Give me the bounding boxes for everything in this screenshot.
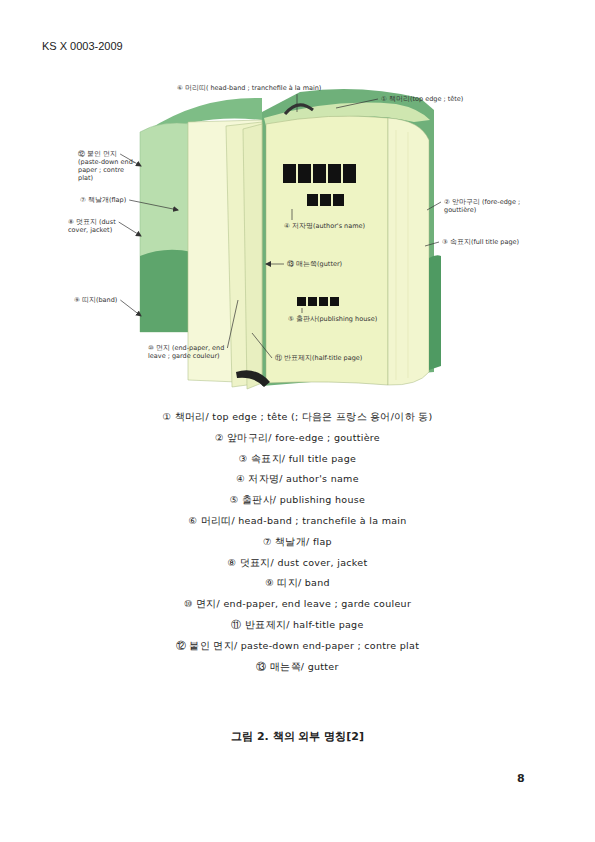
- part-label: ⑨ 띠지(band): [74, 296, 117, 304]
- part-label: ⑬ 매는쪽(gutter): [287, 260, 342, 268]
- part-label: ⑫ 붙인 면지 (paste-down end-paper ; contre p…: [78, 150, 136, 183]
- text-blocks: [283, 164, 356, 306]
- leader-line: [427, 202, 441, 210]
- term-line: ⑬ 매는쪽/ gutter: [0, 661, 595, 674]
- leader-line: [425, 242, 439, 246]
- term-line: ⑤ 출판사/ publishing house: [0, 494, 595, 507]
- part-label: ⑦ 책날개(flap): [80, 196, 126, 204]
- term-line: ② 앞마구리/ fore-edge ; gouttière: [0, 432, 595, 445]
- part-label: ③ 속표지(full title page): [442, 238, 519, 246]
- leader-line: [266, 264, 284, 265]
- part-label: ② 앞마구리 (fore-edge ; gouttière): [444, 198, 524, 214]
- leader-line: [252, 333, 272, 358]
- leaf: [243, 124, 262, 389]
- part-label: ① 책머리(top edge ; tête): [381, 95, 463, 103]
- flap: [140, 123, 192, 332]
- leader-line: [227, 300, 238, 348]
- term-line: ⑥ 머리띠/ head-band ; tranchefile à la main: [0, 515, 595, 528]
- back-cover: [262, 89, 434, 386]
- leader-line: [336, 99, 378, 108]
- leader-line: [297, 94, 298, 112]
- part-label: ⑪ 반표제지(half-title page): [275, 354, 362, 362]
- leader-line: [129, 200, 178, 210]
- leader-line: [119, 222, 141, 236]
- term-line: ④ 저자명/ author's name: [0, 473, 595, 486]
- leader-line: [120, 300, 141, 316]
- fore-edge: [388, 118, 429, 385]
- band: [429, 255, 441, 370]
- ribbon: [236, 370, 270, 387]
- term-line: ③ 속표지/ full title page: [0, 453, 595, 466]
- header-code: KS X 0003-2009: [42, 40, 123, 52]
- leader-line: [302, 308, 303, 313]
- part-label: ⑥ 머리띠( head-band ; tranchefile à la main…: [177, 84, 321, 92]
- figure-caption: 그림 2. 책의 외부 명칭[2]: [0, 729, 595, 744]
- term-line: ⑩ 면지/ end-paper, end leave ; garde coule…: [0, 598, 595, 611]
- term-line: ⑪ 반표제지/ half-title page: [0, 619, 595, 632]
- part-label: ⑩ 면지 (end-paper, end leave ; garde coule…: [148, 344, 230, 360]
- part-label: ④ 저자명(author's name): [284, 222, 365, 230]
- band-left: [140, 250, 192, 332]
- leader-line: [292, 209, 293, 220]
- term-line: ⑨ 띠지/ band: [0, 577, 595, 590]
- part-label: ⑧ 덧표지 (dust cover, jacket): [68, 218, 134, 234]
- term-line: ⑦ 책날개/ flap: [0, 536, 595, 549]
- term-line: ⑧ 덧표지/ dust cover, jacket: [0, 557, 595, 570]
- term-line: ⑫ 붙인 면지/ paste-down end-paper ; contre p…: [0, 640, 595, 653]
- title-page: [266, 116, 388, 385]
- term-line: ① 책머리/ top edge ; tête (; 다음은 프랑스 용어/이하 …: [0, 411, 595, 424]
- part-label: ⑤ 출판사(publishing house): [288, 315, 377, 323]
- page-number: 8: [517, 772, 525, 785]
- head-band: [285, 105, 313, 114]
